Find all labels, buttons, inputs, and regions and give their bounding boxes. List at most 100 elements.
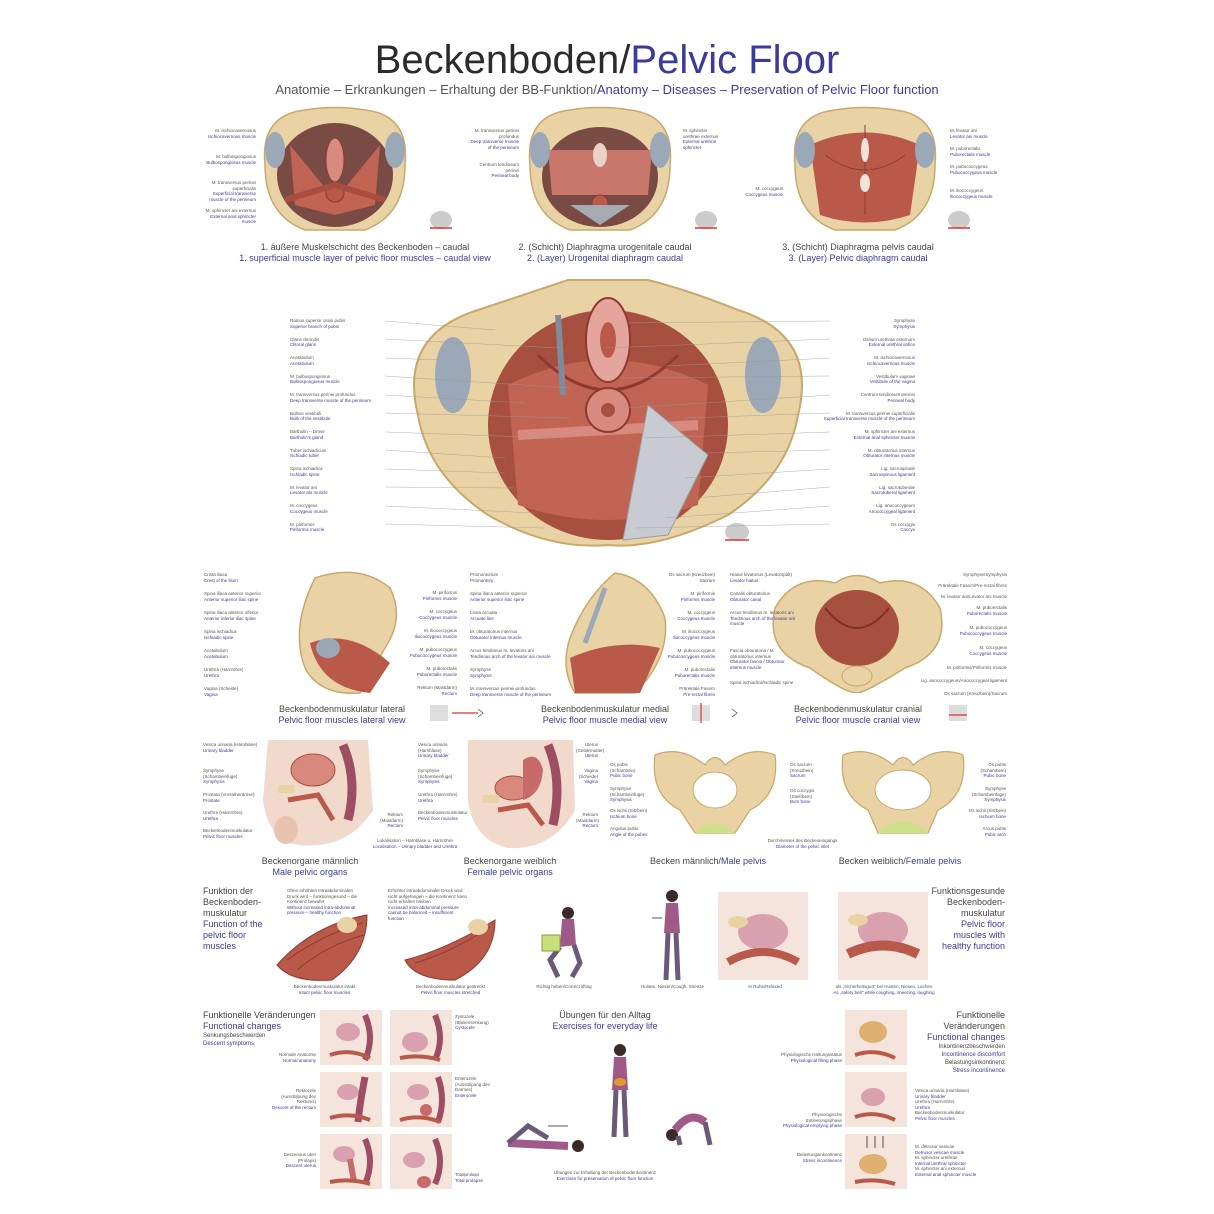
- function-note-stretched: Erhöhter intraabdominaler Druck wird nic…: [388, 888, 468, 921]
- caption-relaxed: In Ruhe/Relaxed: [748, 984, 782, 989]
- pelvis-urogenital-figure: [528, 106, 672, 231]
- caption-cough: Husten, Niesen/Cough, Sneeze: [640, 984, 705, 989]
- orientation-icon: [948, 211, 970, 229]
- caption-lifting: Richtig heben/Correct lifting: [536, 984, 592, 989]
- male-organ-labels-right: Rektum (Mastdarm)Rectum: [379, 812, 403, 828]
- cystocele-figure: [390, 1010, 452, 1065]
- orientation-icon: [725, 523, 749, 541]
- medial-labels-right: Os sacrum (Kreuzbein)Sacrum M. piriformi…: [667, 572, 715, 697]
- pelvis-medial-figure: [565, 572, 667, 694]
- filling-phase-figure: [845, 1010, 907, 1065]
- caption-safety-belt: als „Sicherheitsgurt" bei Husten, Niesen…: [833, 984, 935, 995]
- coughing-figure: [652, 890, 681, 981]
- label-enterocele: Enterozele (Ausstülpung des Darmes)Enter…: [455, 1076, 490, 1098]
- pelvic-floor-intact-figure: [276, 914, 368, 981]
- label-uterine-descent: Deszensus uteri (Prolaps)Descent uterus: [283, 1152, 316, 1168]
- orientation-icon: [430, 211, 452, 229]
- label-cystocele: Zystozele (Blasensenkung)Cystocele: [455, 1014, 489, 1030]
- page-subtitle: Anatomie – Erkrankungen – Erhaltung der …: [0, 82, 1214, 97]
- male-pelvic-organs-figure: [263, 740, 373, 846]
- subtitle-de: Anatomie – Erkrankungen – Erhaltung der …: [275, 82, 597, 97]
- label-rectocele: Rektozele (Ausstülpung des Rektums)Desce…: [271, 1088, 316, 1110]
- stress-incontinence-figure: [845, 1134, 907, 1189]
- kneeling-exercise-figure: [666, 1113, 713, 1146]
- lying-exercise-figure: [506, 1122, 584, 1152]
- female-pelvic-organs-figure: [468, 740, 575, 849]
- pelvis-lateral-figure: [298, 571, 398, 695]
- female-pelvis-labels-right: Os pubis (Schambein)Pubic bone Symphyse …: [968, 762, 1006, 837]
- pelvic-floor-main-figure: [413, 279, 803, 547]
- pelvis-cranial-figure: [772, 574, 943, 693]
- male-pelvis-labels-mid: Os sacrum (Kreuzbein)Sacrum Os coccygis …: [790, 762, 815, 804]
- exercises-caption: Übungen zur Erhaltung der Beckenbodenkon…: [553, 1170, 657, 1181]
- normal-anatomy-figure: [320, 1010, 382, 1065]
- correct-lifting-figure: [541, 907, 583, 979]
- function-note-intact: Ohne erhöhten Intraabdominalen Druck wir…: [287, 888, 358, 915]
- pelvis-diaphragm-figure: [793, 106, 937, 231]
- caption-female-pelvis: Becken weiblich/Female pelvis: [838, 856, 962, 866]
- total-prolapse-figure: [390, 1134, 452, 1189]
- right-change-labels-1: Vesica urinaria (Harnblase)Urinary bladd…: [915, 1088, 970, 1121]
- orientation-icon: [695, 211, 717, 229]
- male-pelvis-labels-left: Os pubis (Schambein)Pubic bone Symphyse …: [610, 762, 648, 837]
- relaxed-pelvis-figure: [718, 892, 808, 980]
- enterocele-figure: [390, 1072, 452, 1127]
- cranial-labels-right: Symphyse/Symphysis Prärektale Fasern/Pre…: [920, 572, 1007, 696]
- view-direction-icon: [692, 703, 738, 723]
- female-pelvis-figure: [841, 751, 965, 834]
- view-direction-icon: [430, 705, 484, 721]
- emptying-phase-figure: [845, 1072, 907, 1127]
- caption-layer-2: 2. (Schicht) Diaphragma urogenitale caud…: [518, 242, 692, 263]
- page-title: Beckenboden/Pelvic Floor: [0, 38, 1214, 82]
- view-direction-icon: [949, 705, 967, 721]
- caption-layer-1: 1. äußere Muskelschicht des Beckenboden …: [239, 242, 491, 263]
- male-pelvis-figure: [653, 751, 777, 834]
- safety-belt-pelvis-figure: [838, 892, 928, 980]
- caption-male-pelvis: Becken männlich/Male pelvis: [649, 856, 767, 866]
- subtitle-en: Anatomy – Diseases – Preservation of Pel…: [596, 82, 939, 97]
- standing-exercise-figure: [611, 1044, 629, 1138]
- uterine-descent-figure: [320, 1134, 382, 1189]
- female-organ-labels-left: Vesica urinaria (Harnblase)Urinary bladd…: [418, 742, 468, 821]
- pelvis-superficial-figure: [263, 106, 407, 231]
- rectocele-figure: [320, 1072, 382, 1127]
- female-organ-labels-right: Uterus (Gebärmutter)Uterus Vagina (Schei…: [576, 742, 605, 828]
- main-leader-lines: [385, 320, 830, 529]
- pelvic-floor-stretched-figure: [404, 919, 496, 981]
- male-organ-labels-left: Vesica urinaria (Harnblase)Urinary bladd…: [203, 742, 258, 839]
- title-de: Beckenboden/: [374, 38, 631, 82]
- title-en: Pelvic Floor: [630, 38, 840, 82]
- cranial-labels-left: Hiatus levatorius (Levatorspalt)Levator …: [730, 572, 796, 685]
